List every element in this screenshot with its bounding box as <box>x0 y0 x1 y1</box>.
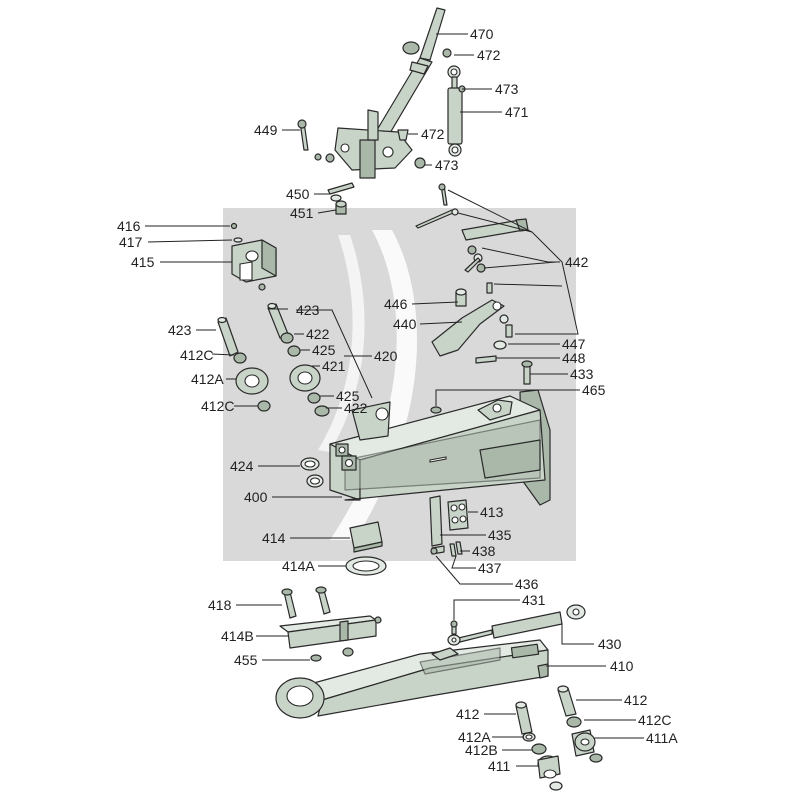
label-438: 438 <box>472 543 496 559</box>
label-424: 424 <box>230 458 254 474</box>
hydraulic-cylinder <box>442 48 466 157</box>
label-436: 436 <box>515 576 539 592</box>
label-425-bottom: 425 <box>336 388 360 404</box>
label-447: 447 <box>562 336 586 352</box>
label-418: 418 <box>208 597 232 613</box>
latch-block <box>230 222 277 291</box>
label-450: 450 <box>286 186 310 202</box>
label-423-mid: 423 <box>296 302 320 318</box>
label-455: 455 <box>234 652 258 668</box>
label-465: 465 <box>582 382 606 398</box>
bushing-set <box>515 685 603 791</box>
label-422-top: 422 <box>306 326 330 342</box>
lever-assembly <box>297 7 446 215</box>
label-412A-bottom: 412A <box>458 729 491 745</box>
label-437: 437 <box>478 560 502 576</box>
label-431: 431 <box>522 592 546 608</box>
label-420: 420 <box>374 348 398 364</box>
label-412-right: 412 <box>624 692 648 708</box>
label-411: 411 <box>488 758 511 774</box>
label-425-top: 425 <box>312 342 336 358</box>
label-410: 410 <box>610 658 634 674</box>
watermark <box>223 208 576 561</box>
label-415: 415 <box>131 254 155 270</box>
label-472-top: 472 <box>477 47 501 63</box>
label-451: 451 <box>290 205 314 221</box>
label-470: 470 <box>470 26 494 42</box>
label-472-mid: 472 <box>421 126 445 142</box>
label-411A: 411A <box>646 730 678 746</box>
label-417: 417 <box>119 234 143 250</box>
label-423-left: 423 <box>168 322 192 338</box>
label-412C-top: 412C <box>180 347 213 363</box>
part-labels: 470 472 473 471 449 472 473 450 451 416 … <box>117 26 678 774</box>
leader-lines <box>145 33 644 767</box>
label-412B: 412B <box>465 742 498 758</box>
label-435: 435 <box>488 527 512 543</box>
label-448: 448 <box>562 350 586 366</box>
label-414: 414 <box>262 530 286 546</box>
drawbar-cylinder <box>447 604 586 646</box>
label-414B: 414B <box>221 628 254 644</box>
lever-group <box>415 183 533 385</box>
label-440: 440 <box>393 316 417 332</box>
label-422-bottom: 422 <box>344 400 368 416</box>
label-412C-right: 412C <box>638 712 671 728</box>
label-449: 449 <box>254 122 278 138</box>
plate-set <box>429 495 469 557</box>
label-473-mid: 473 <box>435 157 459 173</box>
label-412A-left: 412A <box>191 371 224 387</box>
label-412-left: 412 <box>456 706 480 722</box>
label-471: 471 <box>505 104 529 120</box>
pad-and-ring <box>345 521 387 576</box>
label-400: 400 <box>244 489 268 505</box>
label-446: 446 <box>384 296 408 312</box>
label-416: 416 <box>117 218 141 234</box>
label-413: 413 <box>480 504 504 520</box>
label-442: 442 <box>565 254 589 270</box>
drawbar <box>275 639 549 719</box>
label-412C-bottom: 412C <box>201 398 234 414</box>
main-housing <box>300 389 551 506</box>
roller-set-left <box>217 302 330 417</box>
label-430: 430 <box>598 636 622 652</box>
bracket-414B <box>279 586 382 662</box>
label-414A: 414A <box>282 558 315 574</box>
label-433: 433 <box>570 366 594 382</box>
label-473-top: 473 <box>495 81 519 97</box>
label-421: 421 <box>322 358 346 374</box>
